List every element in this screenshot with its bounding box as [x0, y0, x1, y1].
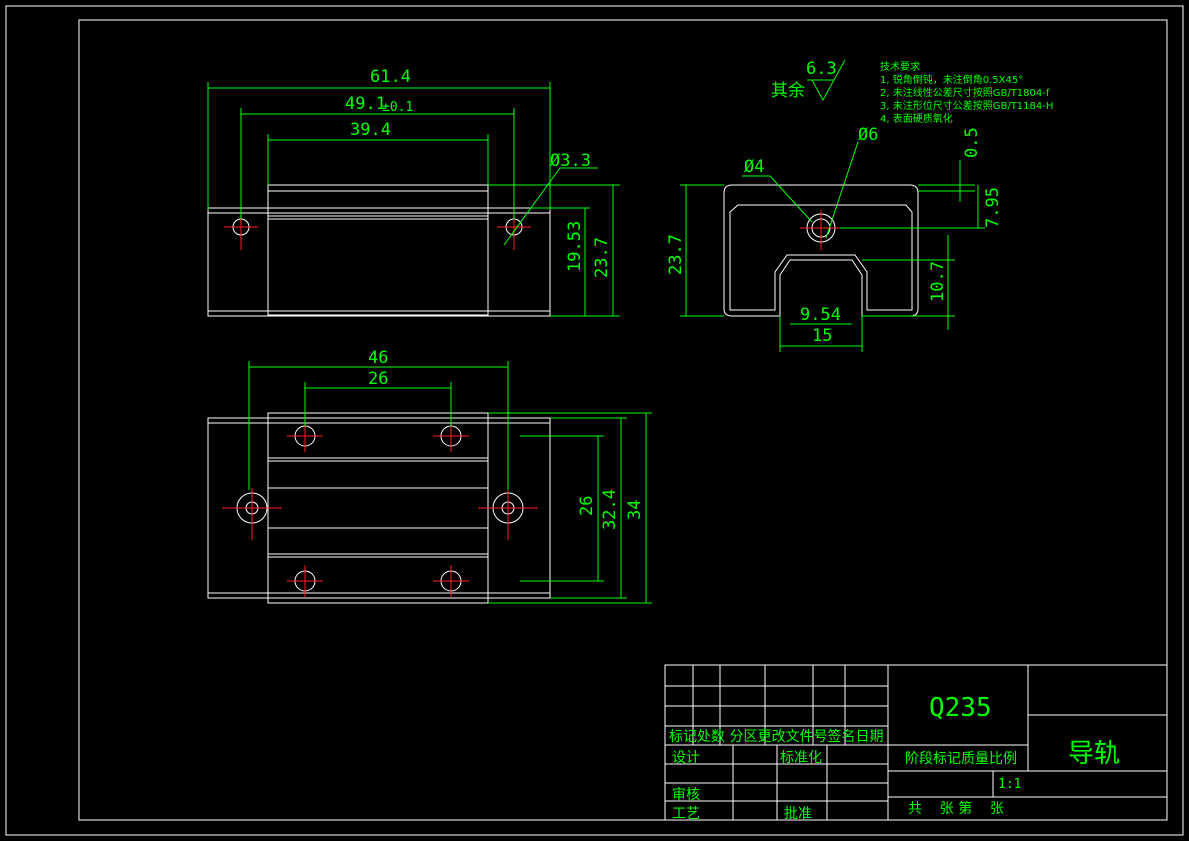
- title-block-approve: 批准: [784, 806, 812, 822]
- surface-finish-label: 其余: [771, 81, 805, 101]
- front-dim-23-7: 23.7: [592, 237, 612, 278]
- title-block-process: 工艺: [672, 806, 700, 822]
- front-view: 61.4 49.1 ±0.1 39.4 Ø3.3 19.53 23.7: [207, 67, 620, 317]
- title-block-review: 审核: [672, 787, 700, 803]
- side-view: 23.7 Ø4 Ø6 0.5 7.95 10.7 9.54 15: [666, 125, 1003, 352]
- tech-req-item-2: 2, 未注线性公差尺寸按照GB/T1804-f: [880, 86, 1050, 99]
- front-dim-19-53: 19.53: [565, 221, 585, 272]
- top-view: 46 26 26 32.4 34: [207, 348, 652, 604]
- front-dim-tolerance: ±0.1: [382, 100, 413, 115]
- front-dim-49-1: 49.1: [345, 94, 386, 114]
- tech-req-title: 技术要求: [880, 60, 920, 73]
- side-dim-10-7: 10.7: [928, 261, 948, 302]
- side-dim-15: 15: [812, 326, 832, 346]
- tech-req-item-1: 1, 锐角倒钝，未注倒角0.5X45°: [880, 73, 1023, 86]
- side-dim-9-54: 9.54: [800, 305, 841, 325]
- top-dim-26: 26: [577, 496, 597, 516]
- top-dim-46: 46: [368, 348, 388, 368]
- front-dim-39-4: 39.4: [350, 120, 391, 140]
- tech-req-item-4: 4, 表面硬质氧化: [880, 112, 953, 125]
- title-block-scale: 1:1: [998, 777, 1021, 792]
- front-dim-hole-dia: Ø3.3: [550, 151, 591, 171]
- top-dim-32-4: 32.4: [600, 489, 620, 530]
- side-dim-23-7: 23.7: [666, 234, 686, 275]
- title-block: Q235 导轨 标记处数 分区更改文件号签名日期 设计 标准化 审核 工艺 批准…: [664, 664, 1168, 822]
- surface-finish-symbol: 6.3 其余: [771, 59, 846, 102]
- title-block-material: Q235: [929, 693, 992, 723]
- side-dim-0-5: 0.5: [962, 127, 982, 158]
- inner-frame: [78, 19, 1168, 821]
- tech-req-item-3: 3, 未注形位尺寸公差按照GB/T1184-H: [880, 99, 1053, 112]
- technical-requirements: 技术要求 1, 锐角倒钝，未注倒角0.5X45° 2, 未注线性公差尺寸按照GB…: [880, 60, 1053, 125]
- side-dim-bore-small: Ø4: [744, 157, 764, 177]
- top-dim-26-pitch: 26: [368, 369, 388, 389]
- outer-frame: [5, 5, 1184, 836]
- title-block-standardize: 标准化: [780, 750, 822, 766]
- title-block-revision-header: 标记处数 分区更改文件号签名日期: [669, 728, 883, 745]
- title-block-part-name: 导轨: [1068, 739, 1120, 769]
- surface-finish-value: 6.3: [806, 59, 837, 79]
- title-block-sheets: 共 张 第 张: [908, 800, 1004, 817]
- side-dim-bore-large: Ø6: [858, 125, 878, 145]
- front-dim-61-4: 61.4: [370, 67, 411, 87]
- title-block-design: 设计: [672, 750, 700, 766]
- top-dim-34: 34: [625, 500, 645, 520]
- title-block-stage-header: 阶段标记质量比例: [905, 751, 1017, 767]
- side-dim-7-95: 7.95: [983, 187, 1003, 228]
